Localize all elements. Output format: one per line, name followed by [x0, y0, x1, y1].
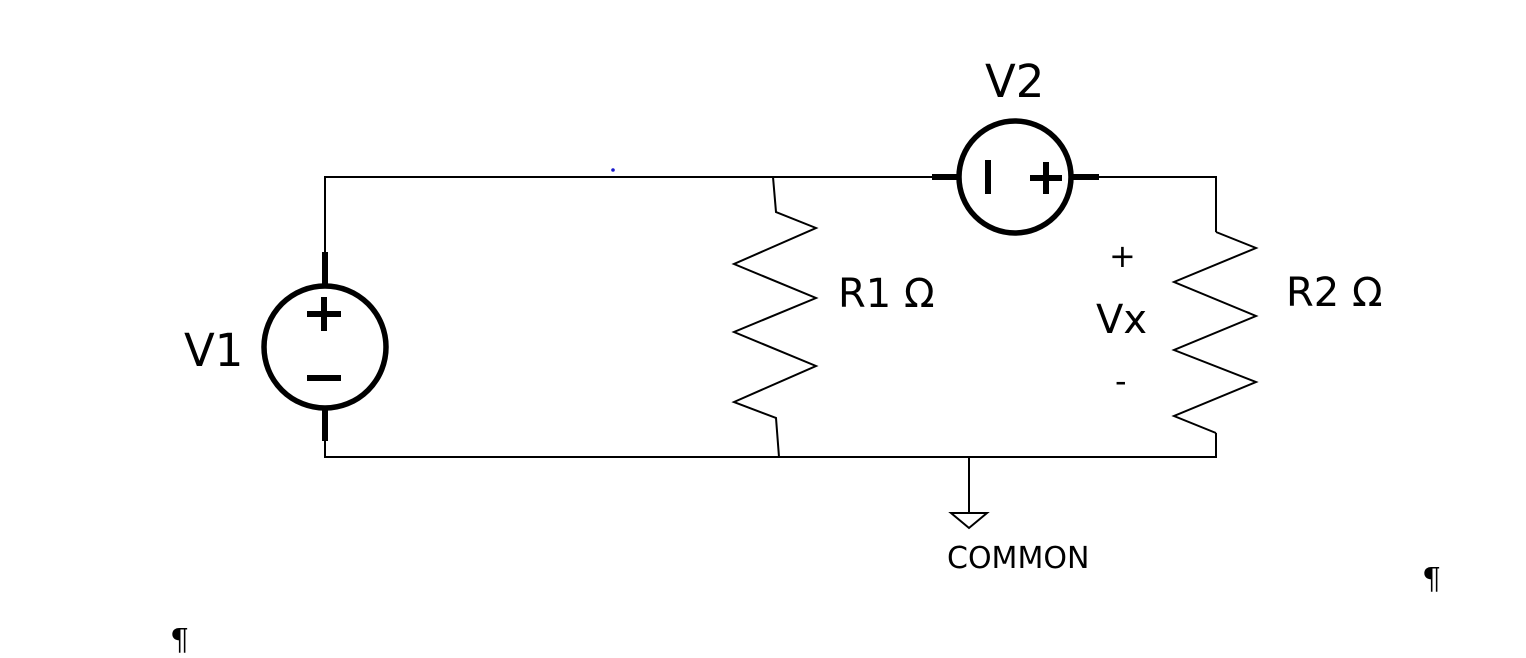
vx-minus-label: -: [1115, 362, 1127, 400]
r2-resistor: [1171, 231, 1259, 434]
vx-label: Vx: [1096, 297, 1147, 343]
ground-label: COMMON: [947, 541, 1089, 576]
v2-source: [932, 118, 1099, 236]
stray-dot: [611, 168, 615, 172]
top-right-wire: [1098, 176, 1217, 232]
v2-label: V2: [985, 55, 1044, 108]
v1-label: V1: [184, 324, 243, 377]
vx-plus-label: +: [1109, 237, 1136, 275]
wires: [324, 168, 1217, 513]
v2-circle: [956, 118, 1074, 236]
r2-label: R2 Ω: [1286, 270, 1383, 316]
circuit-diagram: V1 V2 R1 Ω R2 Ω + Vx - COMMON: [184, 55, 1383, 576]
bottom-wire: [324, 433, 1217, 458]
r1-resistor: [731, 176, 819, 458]
v1-source: [261, 252, 389, 441]
v1-circle: [261, 283, 389, 411]
r1-label: R1 Ω: [838, 271, 935, 317]
paragraph-mark-bottom: ¶: [170, 623, 190, 658]
top-left-wire: [324, 176, 932, 252]
ground-symbol: [948, 512, 990, 530]
paragraph-mark: ¶: [1422, 562, 1442, 597]
